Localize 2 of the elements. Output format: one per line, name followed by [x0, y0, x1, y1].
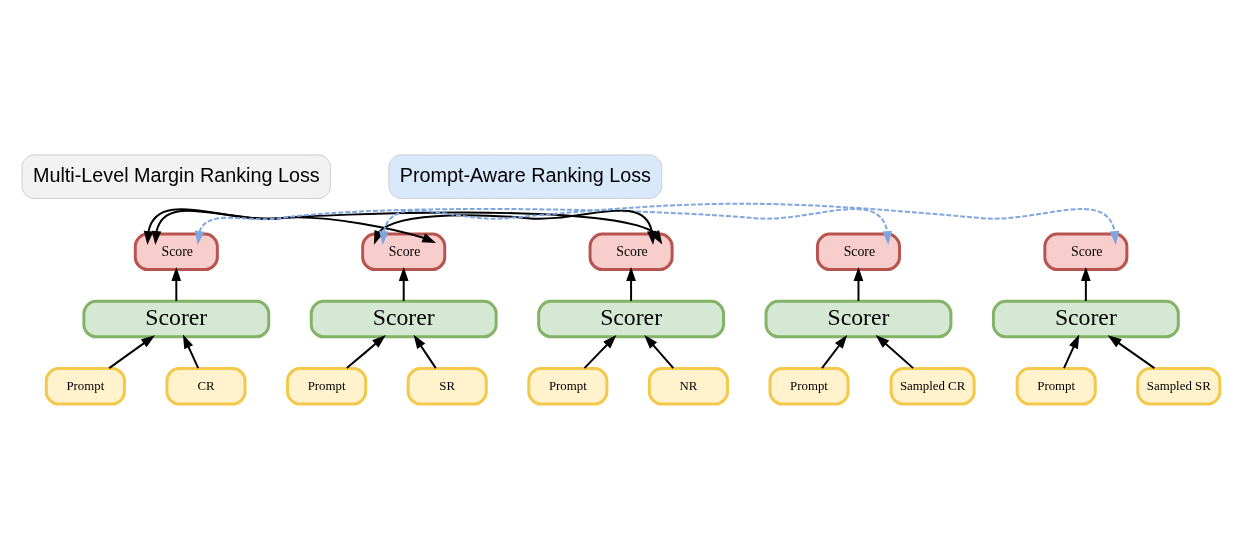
- legend-label: Prompt-Aware Ranking Loss: [399, 163, 651, 186]
- legend-label: Multi-Level Margin Ranking Loss: [32, 163, 320, 186]
